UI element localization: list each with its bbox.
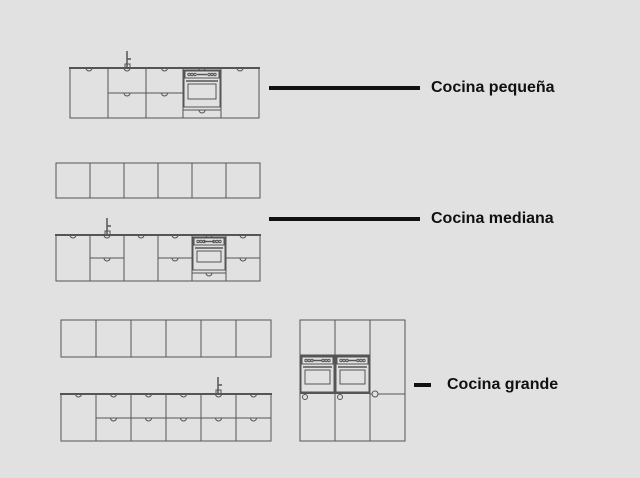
handle-icon: [180, 393, 187, 398]
handle-icon: [236, 67, 244, 72]
leader-line-medium: [269, 217, 420, 221]
oven-knob: [196, 239, 200, 244]
oven-knob: [327, 358, 331, 363]
label-small-kitchen: Cocina pequeña: [431, 79, 555, 96]
oven-knob: [359, 358, 363, 363]
wall-cabinet: [95, 319, 132, 358]
wall-cabinet: [191, 162, 227, 199]
oven-window: [187, 83, 217, 100]
handle-icon: [137, 234, 145, 239]
handle-icon: [337, 394, 343, 400]
wall-cabinet: [89, 162, 125, 199]
handle-icon: [205, 234, 213, 239]
wall-cabinet: [55, 162, 91, 199]
oven-knob: [218, 239, 222, 244]
wall-cabinet: [165, 319, 202, 358]
handle-icon: [123, 67, 131, 72]
oven: [183, 69, 221, 108]
handle-icon: [205, 272, 213, 277]
base-cabinet: [60, 393, 97, 442]
base-cabinet: [220, 67, 260, 119]
wall-cabinet: [157, 162, 193, 199]
oven-knob: [307, 358, 311, 363]
oven-knob: [215, 239, 219, 244]
label-medium-kitchen: Cocina mediana: [431, 210, 554, 227]
wall-cabinet: [130, 319, 167, 358]
handle-icon: [171, 257, 179, 262]
oven-knob: [190, 72, 194, 77]
handle-icon: [239, 234, 247, 239]
oven-knob: [362, 358, 366, 363]
base-cabinet: [55, 234, 91, 282]
oven: [192, 236, 226, 271]
faucet-base: [124, 63, 131, 69]
oven-knob: [187, 72, 191, 77]
oven-knob: [339, 358, 343, 363]
oven-window: [304, 369, 331, 385]
handle-icon: [302, 394, 308, 400]
base-cabinet: [123, 234, 159, 282]
oven-knob: [304, 358, 308, 363]
tall-cabinet: [369, 319, 406, 442]
handle-icon: [145, 393, 152, 398]
oven-control-panel: [301, 356, 334, 365]
handle-icon: [161, 67, 168, 72]
handle-icon: [371, 390, 379, 398]
oven-window: [339, 369, 366, 385]
faucet-base: [104, 230, 111, 236]
faucet-base: [215, 389, 222, 395]
wall-cabinet: [235, 319, 272, 358]
handle-icon: [75, 393, 82, 398]
wall-cabinet: [60, 319, 97, 358]
handle-icon: [161, 92, 168, 97]
handle-icon: [103, 234, 111, 239]
handle-icon: [239, 257, 247, 262]
oven-knob: [342, 358, 346, 363]
oven-knob: [210, 72, 214, 77]
base-cabinet: [69, 67, 109, 119]
wall-cabinet: [123, 162, 159, 199]
handle-icon: [69, 234, 77, 239]
oven-window: [196, 250, 222, 263]
handle-icon: [145, 417, 152, 422]
oven-knob: [207, 72, 211, 77]
handle-icon: [198, 67, 206, 72]
leader-line-small: [269, 86, 420, 90]
handle-icon: [250, 417, 257, 422]
handle-icon: [198, 109, 206, 114]
handle-icon: [171, 234, 179, 239]
leader-line-large: [414, 383, 431, 387]
handle-icon: [180, 417, 187, 422]
oven-control-panel: [336, 356, 369, 365]
handle-icon: [85, 67, 93, 72]
wall-cabinet: [225, 162, 261, 199]
handle-icon: [215, 393, 222, 398]
oven-knob: [199, 239, 203, 244]
handle-icon: [103, 257, 111, 262]
label-large-kitchen: Cocina grande: [447, 376, 559, 393]
handle-icon: [215, 417, 222, 422]
wall-cabinet: [200, 319, 237, 358]
oven-knob: [193, 72, 197, 77]
oven-knob: [324, 358, 328, 363]
handle-icon: [250, 393, 257, 398]
handle-icon: [110, 417, 117, 422]
handle-icon: [123, 92, 131, 97]
oven-knob: [213, 72, 217, 77]
handle-icon: [110, 393, 117, 398]
